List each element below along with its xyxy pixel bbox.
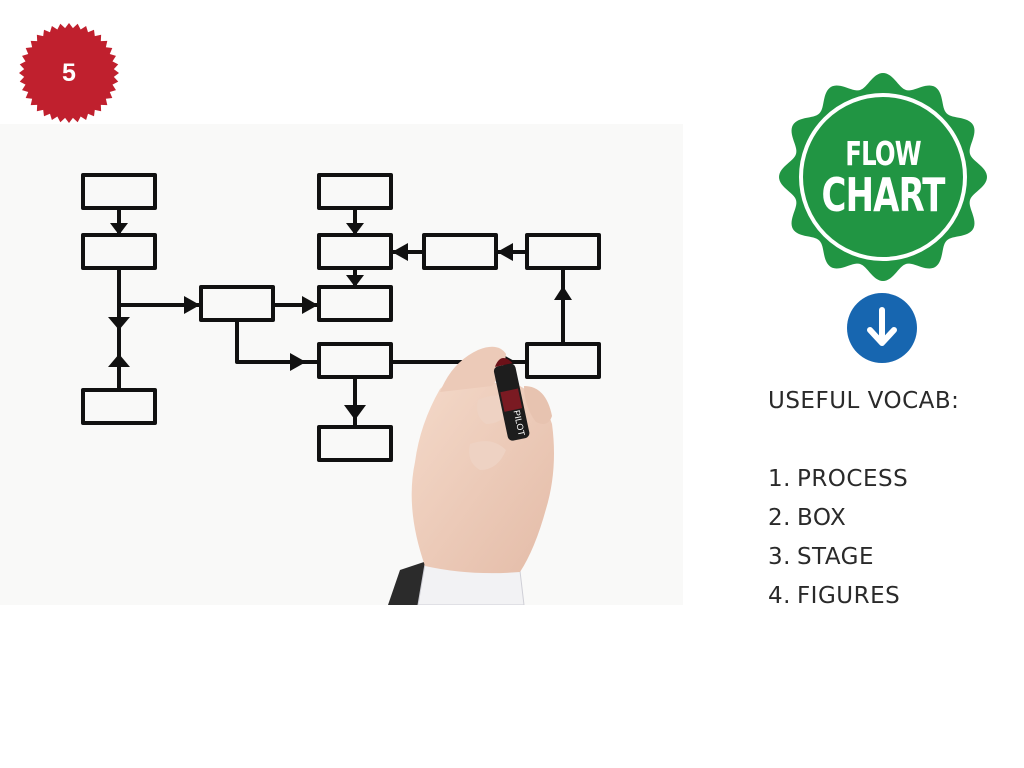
vocab-list: 1.PROCESS 2.BOX 3.STAGE 4.FIGURES	[768, 460, 1018, 616]
slide-number: 5	[62, 58, 76, 87]
badge-title-line1: FLOW	[845, 133, 921, 173]
badge-title-line2: CHART	[821, 167, 945, 222]
badge-seal	[779, 73, 987, 281]
vocab-term: FIGURES	[796, 583, 901, 609]
vocab-term: STAGE	[796, 544, 875, 570]
vocab-heading: USEFUL VOCAB:	[768, 388, 960, 414]
vocab-item: 2.BOX	[768, 505, 847, 531]
vocab-item: 1.PROCESS	[768, 466, 909, 492]
flow-chart-badge: FLOW CHART	[778, 72, 988, 282]
slide-number-badge: 5	[18, 22, 120, 124]
slide-number-seal	[19, 23, 119, 123]
hand-drawing-flowchart-image: PILOT	[81, 173, 601, 605]
vocab-item: 4.FIGURES	[768, 583, 901, 609]
vocab-term: PROCESS	[796, 466, 909, 492]
vocab-item: 3.STAGE	[768, 544, 875, 570]
arrow-down-circle-icon	[846, 292, 918, 364]
vocab-term: BOX	[796, 505, 847, 531]
flowchart-photo: PILOT	[0, 124, 683, 605]
vocab-section: USEFUL VOCAB: 1.PROCESS 2.BOX 3.STAGE 4.…	[768, 388, 1018, 616]
